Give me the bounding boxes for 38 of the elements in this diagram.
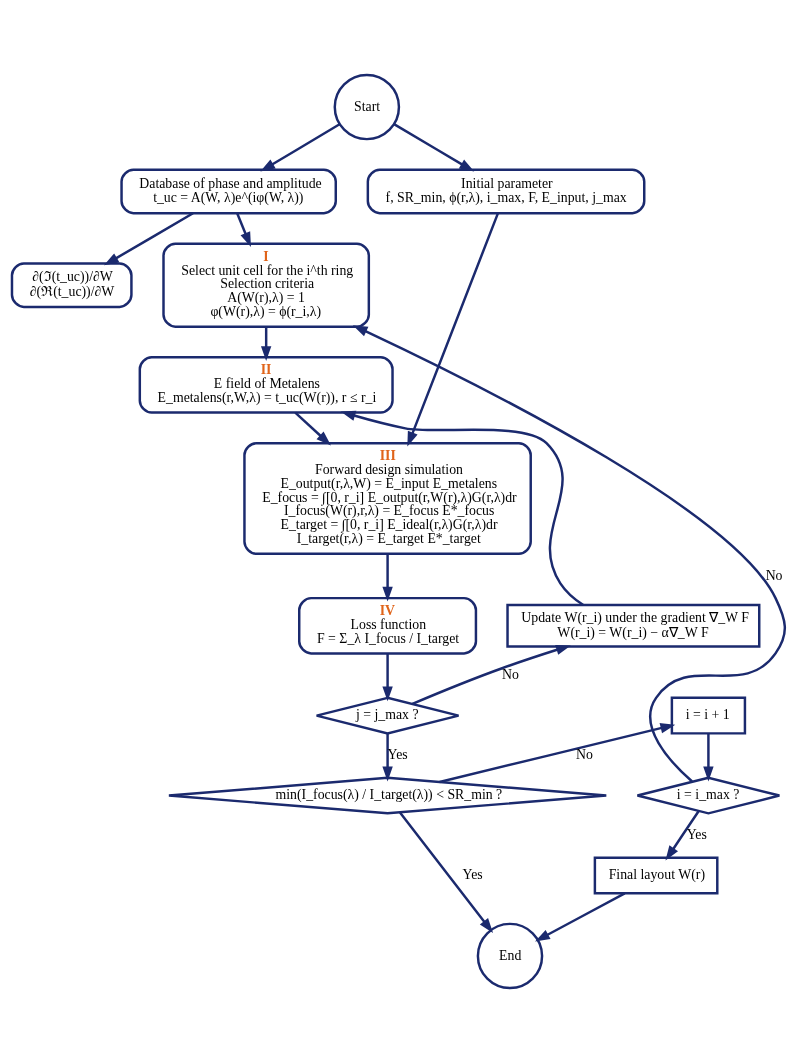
arrow — [294, 411, 331, 446]
arrow — [103, 212, 194, 266]
arrow — [407, 212, 500, 447]
arrow — [703, 733, 714, 782]
node-circle: Start — [333, 73, 401, 141]
arrow — [382, 653, 393, 702]
node-diamond: j = j_max ? — [315, 696, 460, 735]
node-box: Update W(r_i) under the gradient ∇_W F W(r_i) = W(r_i) − α∇_W F — [506, 603, 761, 648]
node-diamond: min(I_focus(λ) / I_target(λ)) < SR_min ? — [167, 776, 608, 815]
arrow — [393, 123, 475, 172]
node-diamond: i = i_max ? — [636, 776, 781, 815]
arrow — [382, 554, 393, 602]
edge-label: Yes — [686, 827, 707, 843]
arrow — [340, 410, 584, 606]
node-box: I Select unit cell for the i^th ring Selection criteria A(W(r),λ) = 1 φ(W(r),λ) = ϕ(r_i,λ) — [162, 242, 371, 328]
node-box: Initial parameter f, SR_min, ϕ(r,λ), i_max, F, E_input, j_max — [366, 168, 646, 215]
node-box: ∂(ℑ(t_uc))/∂W ∂(ℜ(t_uc))/∂W — [10, 262, 133, 309]
arrow — [411, 644, 571, 706]
arrow — [439, 723, 676, 784]
node-box: III Forward design simulation E_output(r,λ,W) = E_input E_metalens E_focus = ∫[0, r_i] E_output(r,W(r),λ)G(r,λ)dr I_focus(W(r),r,λ) = E_focus E*_focus E_target = ∫[0, r_i] E_ideal(r,λ)G(r,λ)dr I_target(r,λ) = E_target E*_target — [243, 441, 532, 555]
edge-label: Yes — [462, 867, 483, 883]
node-box: Final layout W(r) — [593, 856, 719, 895]
arrow — [665, 810, 700, 861]
arrow — [260, 123, 341, 172]
node-box: IV Loss function F = Σ_λ I_focus / I_target — [298, 596, 478, 655]
arrow — [399, 811, 494, 934]
edge-label: No — [502, 667, 519, 683]
arrow — [382, 733, 393, 782]
arrow — [535, 892, 626, 942]
node-box: Database of phase and amplitude t_uc = A(W, λ)e^(iφ(W, λ)) — [120, 168, 337, 215]
node-box: II E field of Metalens E_metalens(r,W,λ) = t_uc(W(r)), r ≤ r_i — [138, 356, 394, 414]
edge-label: No — [765, 567, 783, 583]
node-box: i = i + 1 — [670, 696, 747, 735]
arrow — [260, 326, 272, 361]
node-circle: End — [476, 922, 544, 990]
arrow — [352, 325, 786, 783]
edge-label: No — [576, 747, 594, 763]
arrow — [236, 212, 251, 248]
